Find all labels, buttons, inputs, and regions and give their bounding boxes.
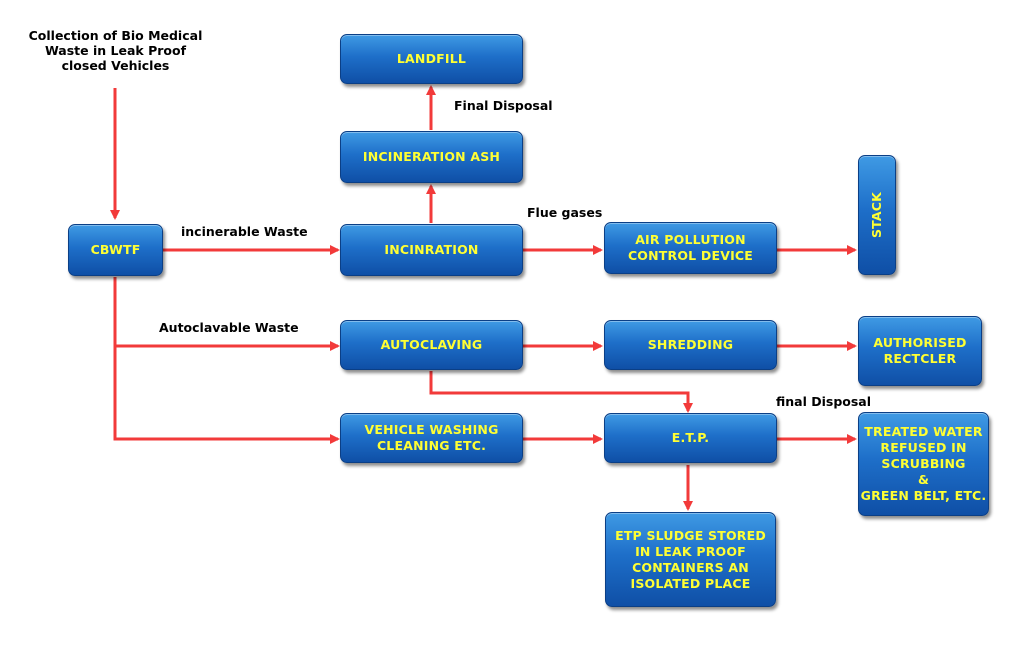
stack-label: STACK (869, 191, 884, 239)
stack-box: STACK (858, 155, 896, 275)
treated-water-box: TREATED WATER REFUSED IN SCRUBBING & GRE… (858, 412, 989, 516)
arrow-cbwtf-to-autoclaving (113, 277, 340, 351)
shredding-box: SHREDDING (604, 320, 777, 370)
cbwtf-box: CBWTF (68, 224, 163, 276)
arrow-autoclaving-to-etp (429, 371, 693, 413)
etp-sludge-box: ETP SLUDGE STORED IN LEAK PROOF CONTAINE… (605, 512, 776, 607)
final-disposal-label: Final Disposal (454, 98, 553, 113)
landfill-box: LANDFILL (340, 34, 523, 84)
authorised-recycler-box: AUTHORISED RECTCLER (858, 316, 982, 386)
arrow-cbwtf-to-vehicle-washing (113, 346, 340, 444)
autoclaving-box: AUTOCLAVING (340, 320, 523, 370)
collection-label: Collection of Bio Medical Waste in Leak … (28, 28, 203, 73)
flue-gases-label: Flue gases (527, 205, 603, 220)
incineration-ash-box: INCINERATION ASH (340, 131, 523, 183)
vehicle-washing-box: VEHICLE WASHING CLEANING ETC. (340, 413, 523, 463)
final-disposal-lower-label: final Disposal (776, 394, 872, 409)
autoclavable-waste-label: Autoclavable Waste (159, 320, 299, 335)
incinration-box: INCINRATION (340, 224, 523, 276)
air-pollution-control-box: AIR POLLUTION CONTROL DEVICE (604, 222, 777, 274)
incinerable-waste-label: incinerable Waste (181, 224, 308, 239)
etp-box: E.T.P. (604, 413, 777, 463)
